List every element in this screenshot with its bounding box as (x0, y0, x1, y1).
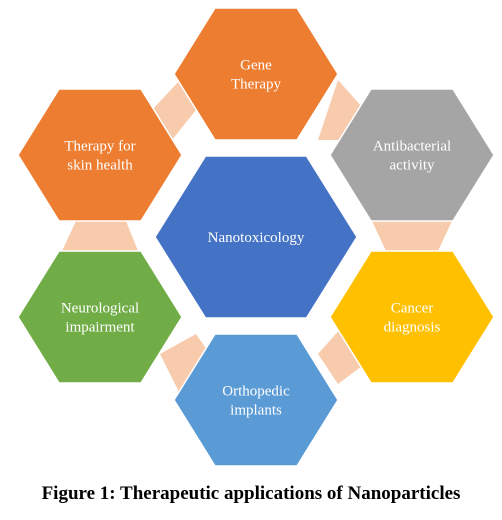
orthopedic-implants-shape (173, 333, 339, 467)
neurological-impairment-shape (17, 250, 183, 384)
cancer-diagnosis-shape (329, 250, 495, 384)
connector-orthopedic-neurological (160, 334, 214, 394)
cancer-diagnosis-hexagon: Cancer diagnosis (329, 250, 495, 384)
neurological-impairment-hexagon: Neurological impairment (17, 250, 183, 384)
orthopedic-implants-hexagon: Orthopedic implants (173, 333, 339, 467)
therapy-for-skin-health-label: skin health (67, 158, 133, 174)
cancer-diagnosis-label: Cancer (391, 301, 433, 317)
antibacterial-activity-label: Antibacterial (373, 139, 451, 155)
gene-therapy-label: Therapy (231, 77, 281, 93)
therapy-for-skin-health-hexagon: Therapy for skin health (17, 88, 183, 222)
antibacterial-activity-label: activity (390, 158, 435, 174)
gene-therapy-label: Gene (240, 58, 272, 74)
nanotoxicology-label: Nanotoxicology (208, 230, 305, 246)
therapy-for-skin-health-label: Therapy for (64, 139, 135, 155)
neurological-impairment-label: impairment (65, 320, 135, 336)
orthopedic-implants-label: Orthopedic (222, 384, 290, 400)
cancer-diagnosis-label: diagnosis (384, 320, 441, 336)
gene-therapy-shape (173, 7, 339, 141)
connector-antibacterial-cancer (372, 221, 452, 251)
nanotoxicology-shape (154, 155, 358, 319)
nanotoxicology-hexagon: Nanotoxicology (154, 155, 358, 319)
neurological-impairment-label: Neurological (61, 301, 139, 317)
therapy-for-skin-health-shape (17, 88, 183, 222)
connector-neurological-skin (62, 221, 138, 251)
antibacterial-activity-hexagon: Antibacterial activity (329, 88, 495, 222)
figure-caption: Figure 1: Therapeutic applications of Na… (41, 483, 461, 504)
orthopedic-implants-label: implants (230, 403, 282, 419)
antibacterial-activity-shape (329, 88, 495, 222)
